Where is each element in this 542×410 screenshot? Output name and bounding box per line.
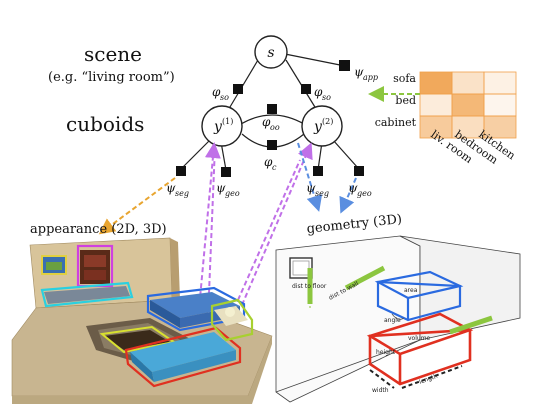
geo-height: height	[376, 349, 396, 356]
appearance-label: appearance (2D, 3D)	[30, 222, 167, 237]
arrow-blue-2	[339, 177, 357, 214]
phi-c-sub: c	[272, 163, 277, 172]
psi-app-sub: app	[363, 73, 378, 82]
geo-width: width	[372, 387, 389, 394]
factor-psi-seg-right	[313, 166, 323, 176]
node-y1-label: y	[213, 119, 223, 135]
psi-geo-right-sub: geo	[357, 189, 372, 198]
psi-seg-left-sub: seg	[175, 189, 189, 198]
factor-squares	[176, 60, 364, 177]
psi-geo-left-label: ψ	[216, 181, 226, 195]
matrix-row-bed: bed	[395, 94, 416, 107]
matrix-cell	[419, 71, 453, 95]
factor-psi-seg-left	[176, 166, 186, 176]
factor-phi-so-right	[301, 84, 311, 94]
psi-app-label: ψ	[354, 65, 364, 79]
scene-example-label: (e.g. “living room”)	[48, 70, 175, 85]
geometry-room	[275, 235, 521, 403]
node-y1-sup: (1)	[222, 117, 233, 126]
arrow-purple-3	[241, 142, 313, 306]
scene-label: scene	[84, 42, 143, 66]
phi-so-left-sub: so	[220, 93, 229, 102]
node-s-label: s	[267, 45, 274, 61]
factor-psi-app	[339, 60, 350, 71]
arrow-blue-1	[297, 142, 323, 212]
matrix-cell	[451, 93, 485, 117]
compatibility-matrix	[419, 71, 517, 139]
arrow-purple-1	[197, 142, 221, 321]
psi-geo-right-label: ψ	[348, 181, 358, 195]
phi-so-right-label: φ	[314, 85, 323, 99]
matrix-cell	[483, 93, 517, 117]
matrix-row-sofa: sofa	[393, 72, 416, 85]
node-y2	[301, 105, 343, 147]
geo-dist-to-floor: dist to floor	[292, 283, 327, 290]
phi-oo-sub: oo	[270, 123, 280, 132]
matrix-cell	[483, 71, 517, 95]
factor-phi-c	[267, 140, 277, 150]
arrow-purple-4	[237, 159, 301, 301]
phi-c-label: φ	[264, 155, 273, 169]
phi-so-right-sub: so	[322, 93, 331, 102]
node-y1	[201, 105, 243, 147]
geo-area: area	[404, 287, 418, 294]
variable-nodes	[201, 35, 343, 147]
factor-phi-so-left	[233, 84, 243, 94]
node-s	[254, 35, 288, 69]
cuboids-label: cuboids	[66, 112, 145, 136]
arrow-psi-seg-to-appearance	[98, 177, 176, 235]
node-y2-sup: (2)	[322, 117, 333, 126]
psi-seg-right-sub: seg	[315, 189, 329, 198]
matrix-cell	[419, 93, 453, 117]
geo-length: length	[418, 373, 439, 386]
matrix-cell	[483, 115, 517, 139]
psi-geo-left-sub: geo	[225, 189, 240, 198]
psi-seg-left-label: ψ	[166, 181, 176, 195]
psi-seg-right-label: ψ	[306, 181, 316, 195]
phi-oo-label: φ	[262, 115, 271, 129]
node-y2-label: y	[313, 119, 323, 135]
matrix-row-cabinet: cabinet	[375, 116, 417, 129]
geo-angle: angle	[384, 317, 401, 324]
factor-phi-oo	[267, 104, 277, 114]
phi-so-left-label: φ	[212, 85, 221, 99]
math-labels: s y (1) y (2) ψ app φ so φ so φ oo φ c ψ…	[166, 45, 378, 198]
geo-volume: volume	[408, 335, 431, 342]
appearance-room	[11, 237, 273, 404]
factor-psi-geo-left	[221, 167, 231, 177]
matrix-cell	[451, 71, 485, 95]
factor-psi-geo-right	[354, 166, 364, 176]
